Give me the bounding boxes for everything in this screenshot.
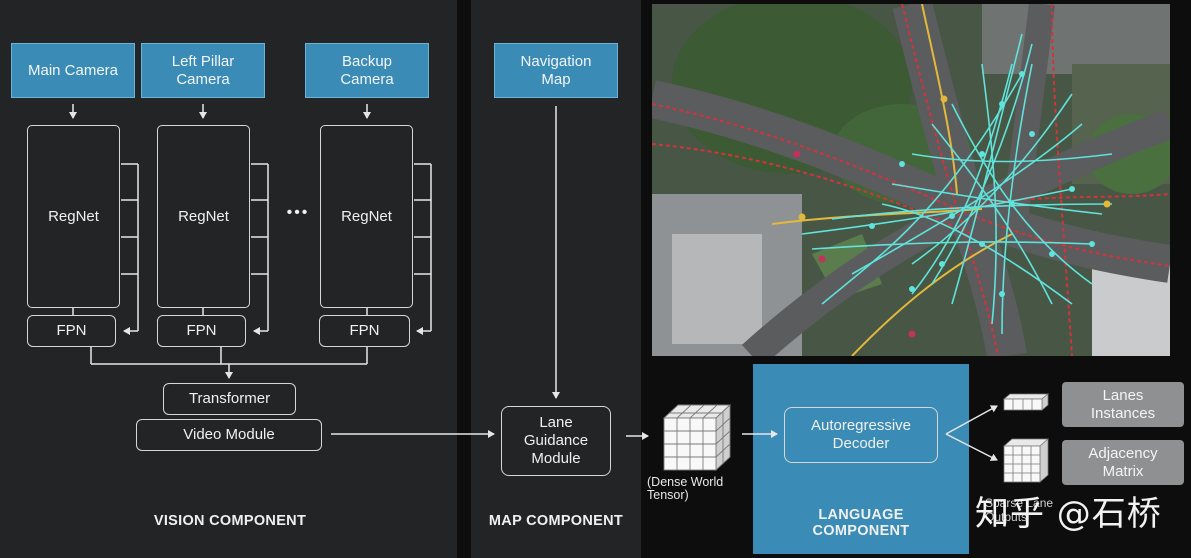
- lane-line-red: [981, 193, 1170, 205]
- map-component-label: MAP COMPONENT: [488, 513, 624, 529]
- vision-component-label: VISION COMPONENT: [153, 513, 307, 529]
- fpn-box-1: FPN: [27, 315, 116, 347]
- regnet-backbone-2: RegNet: [157, 125, 250, 308]
- autoregressive-decoder-box: Autoregressive Decoder: [784, 407, 938, 463]
- lane-line-red: [652, 143, 973, 235]
- video-module-box: Video Module: [136, 419, 322, 451]
- navigation-map-box: Navigation Map: [494, 43, 618, 98]
- dense-world-tensor-label: (Dense World Tensor): [647, 475, 724, 502]
- main-camera-box: Main Camera: [11, 43, 135, 98]
- lanes-instances-output: Lanes Instances: [1062, 382, 1184, 427]
- lane-nodes: [869, 71, 1095, 297]
- road: [999, 4, 1055, 246]
- lane-network-cyan: [801, 33, 1113, 335]
- building-rooftop: [672, 234, 762, 344]
- language-component-label: LANGUAGE COMPONENT: [812, 507, 910, 539]
- lane-line-red: [1051, 4, 1073, 356]
- aerial-map-drawing: [652, 4, 1170, 356]
- watermark: 知乎 @石桥: [975, 494, 1162, 534]
- lane-line-yellow: [851, 233, 1013, 356]
- dense-world-tensor-cube: [662, 403, 732, 472]
- left-pillar-camera-box: Left Pillar Camera: [141, 43, 265, 98]
- aerial-intersection-image: [652, 4, 1170, 356]
- ellipsis: •••: [286, 204, 310, 221]
- fpn-box-3: FPN: [319, 315, 410, 347]
- lane-nodes-red: [793, 150, 916, 338]
- fpn-box-2: FPN: [157, 315, 246, 347]
- lane-line-red: [652, 103, 1170, 267]
- regnet-backbone-3: RegNet: [320, 125, 413, 308]
- urban-block: [982, 4, 1170, 74]
- sparse-lane-outputs-label: Sparse Lane Outputs: [985, 496, 1054, 524]
- adjacency-tensor-icon: [1002, 438, 1050, 483]
- adjacency-matrix-output: Adjacency Matrix: [1062, 440, 1184, 485]
- lane-line-yellow: [921, 4, 958, 195]
- backup-camera-box: Backup Camera: [305, 43, 429, 98]
- lane-guidance-module-box: Lane Guidance Module: [501, 406, 611, 476]
- transformer-box: Transformer: [163, 383, 296, 415]
- lane-nodes-yellow: [798, 95, 1111, 221]
- regnet-backbone-1: RegNet: [27, 125, 120, 308]
- lanes-tensor-icon: [1002, 393, 1050, 411]
